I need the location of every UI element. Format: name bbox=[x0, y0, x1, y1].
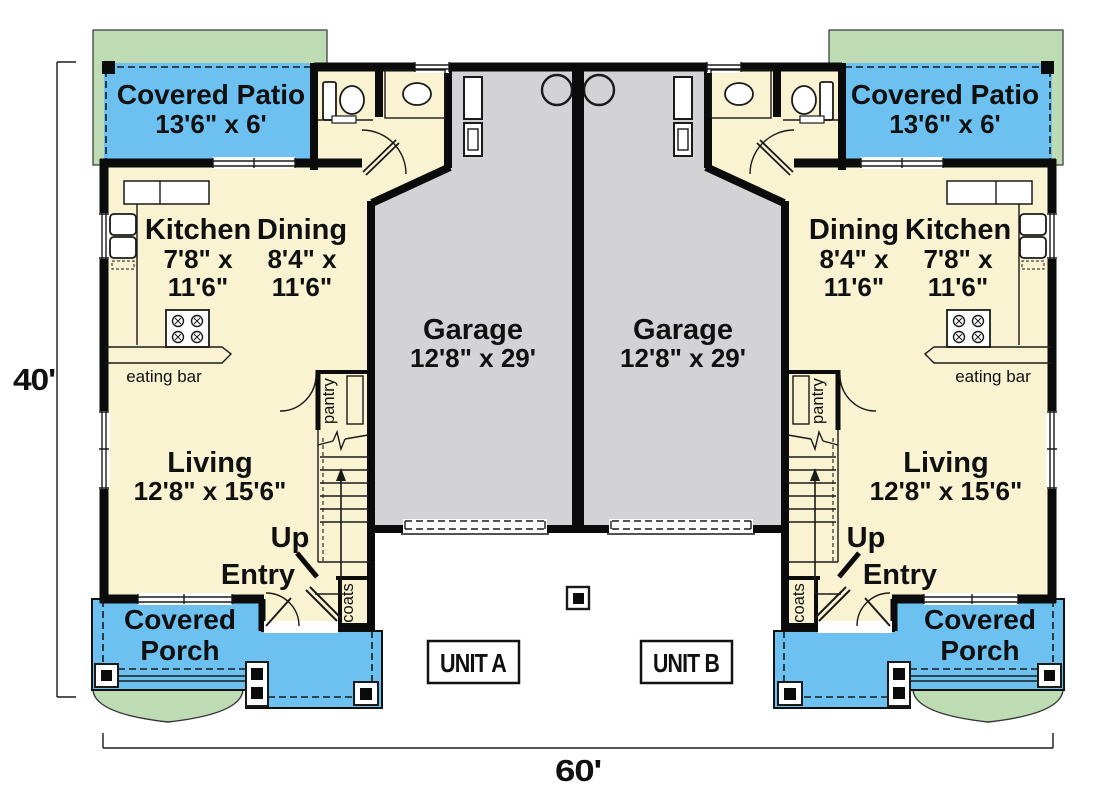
eating-bar-label: eating bar bbox=[126, 367, 202, 386]
up-label: Up bbox=[271, 522, 310, 554]
living-size: 12'8" x 15'6" bbox=[870, 476, 1023, 506]
dining-size: 8'4" x bbox=[267, 244, 337, 274]
garage-size: 12'8" x 29' bbox=[620, 343, 746, 373]
patio-label: Covered Patio bbox=[851, 79, 1039, 110]
party-wall bbox=[572, 63, 584, 533]
unit-a-label: UNIT A bbox=[440, 648, 507, 678]
living-size: 12'8" x 15'6" bbox=[134, 476, 287, 506]
pantry-label: pantry bbox=[809, 377, 827, 424]
porch-label: Porch bbox=[140, 635, 219, 666]
dining-label: Dining bbox=[809, 214, 899, 246]
unit-a-labels: Covered Patio 13'6" x 6' Kitchen 7'8" x … bbox=[117, 79, 536, 666]
garage-label: Garage bbox=[423, 314, 523, 346]
dining-size: 8'4" x bbox=[819, 244, 889, 274]
dining-label: Dining bbox=[257, 214, 347, 246]
kitchen-size: 7'8" x bbox=[163, 244, 233, 274]
porch-label: Porch bbox=[940, 635, 1019, 666]
entry-label: Entry bbox=[863, 559, 937, 591]
living-label: Living bbox=[903, 447, 988, 479]
pantry-label: pantry bbox=[320, 377, 338, 424]
kitchen-label: Kitchen bbox=[145, 214, 251, 246]
kitchen-size: 7'8" x bbox=[923, 244, 993, 274]
garage-label: Garage bbox=[633, 314, 733, 346]
dining-size: 11'6" bbox=[272, 272, 332, 302]
garage-size: 12'8" x 29' bbox=[410, 343, 536, 373]
patio-size: 13'6" x 6' bbox=[155, 109, 266, 139]
kitchen-size: 11'6" bbox=[168, 272, 228, 302]
unit-b-label: UNIT B bbox=[653, 648, 719, 678]
dining-size: 11'6" bbox=[824, 272, 884, 302]
up-label: Up bbox=[847, 522, 886, 554]
depth-dimension-label: 40' bbox=[13, 362, 55, 397]
coats-label: coats bbox=[339, 583, 357, 622]
unit-b-plate bbox=[639, 639, 734, 685]
width-dimension-label: 60' bbox=[555, 753, 601, 788]
dimension-lines bbox=[56, 61, 1054, 749]
unit-a-plate bbox=[426, 639, 521, 685]
living-label: Living bbox=[167, 447, 252, 479]
kitchen-size: 11'6" bbox=[928, 272, 988, 302]
eating-bar-label: eating bar bbox=[955, 367, 1031, 386]
porch-label: Covered bbox=[924, 604, 1036, 635]
porch-label: Covered bbox=[124, 604, 236, 635]
kitchen-label: Kitchen bbox=[905, 214, 1011, 246]
unit-b-labels: Covered Patio 13'6" x 6' Dining 8'4" x 1… bbox=[620, 79, 1039, 666]
patio-size: 13'6" x 6' bbox=[889, 109, 1000, 139]
patio-label: Covered Patio bbox=[117, 79, 305, 110]
coats-label: coats bbox=[790, 583, 808, 622]
entry-label: Entry bbox=[221, 559, 295, 591]
